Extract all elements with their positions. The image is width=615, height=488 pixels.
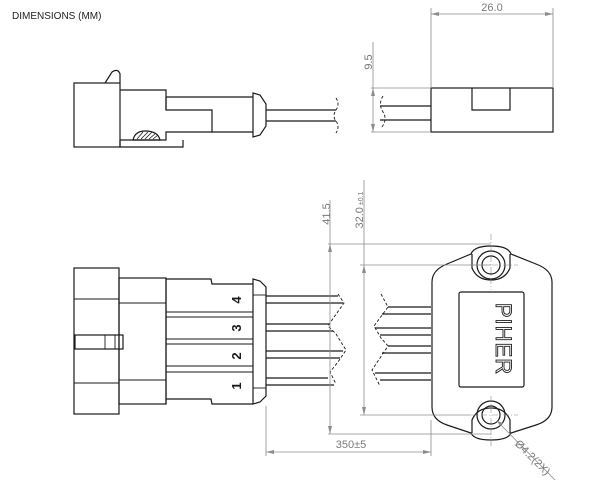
pin-label-1: 1 — [229, 382, 244, 389]
connector-side-view — [73, 69, 339, 148]
sensor-side-view: 26.0 9.5 — [363, 2, 554, 133]
dim-hole-spacing: 32.0±0.1 — [354, 191, 366, 228]
sensor-top-view: PIHER — [431, 234, 553, 446]
brand-label: PIHER — [491, 303, 516, 375]
connector-front-view: 1 2 3 4 — [73, 267, 431, 415]
dim-cable-length: 350±5 — [336, 439, 367, 451]
pin-label-4: 4 — [229, 296, 244, 304]
pin-label-2: 2 — [229, 352, 244, 359]
pin-label-3: 3 — [229, 324, 244, 331]
dim-height-9-5: 9.5 — [363, 54, 375, 69]
dim-overall-41-5: 41.5 — [321, 203, 333, 224]
dim-width-26: 26.0 — [481, 2, 502, 14]
dim-hole-diameter: Ø4.2(2X) — [512, 438, 552, 478]
drawing-title: DIMENSIONS (MM) — [12, 11, 102, 22]
